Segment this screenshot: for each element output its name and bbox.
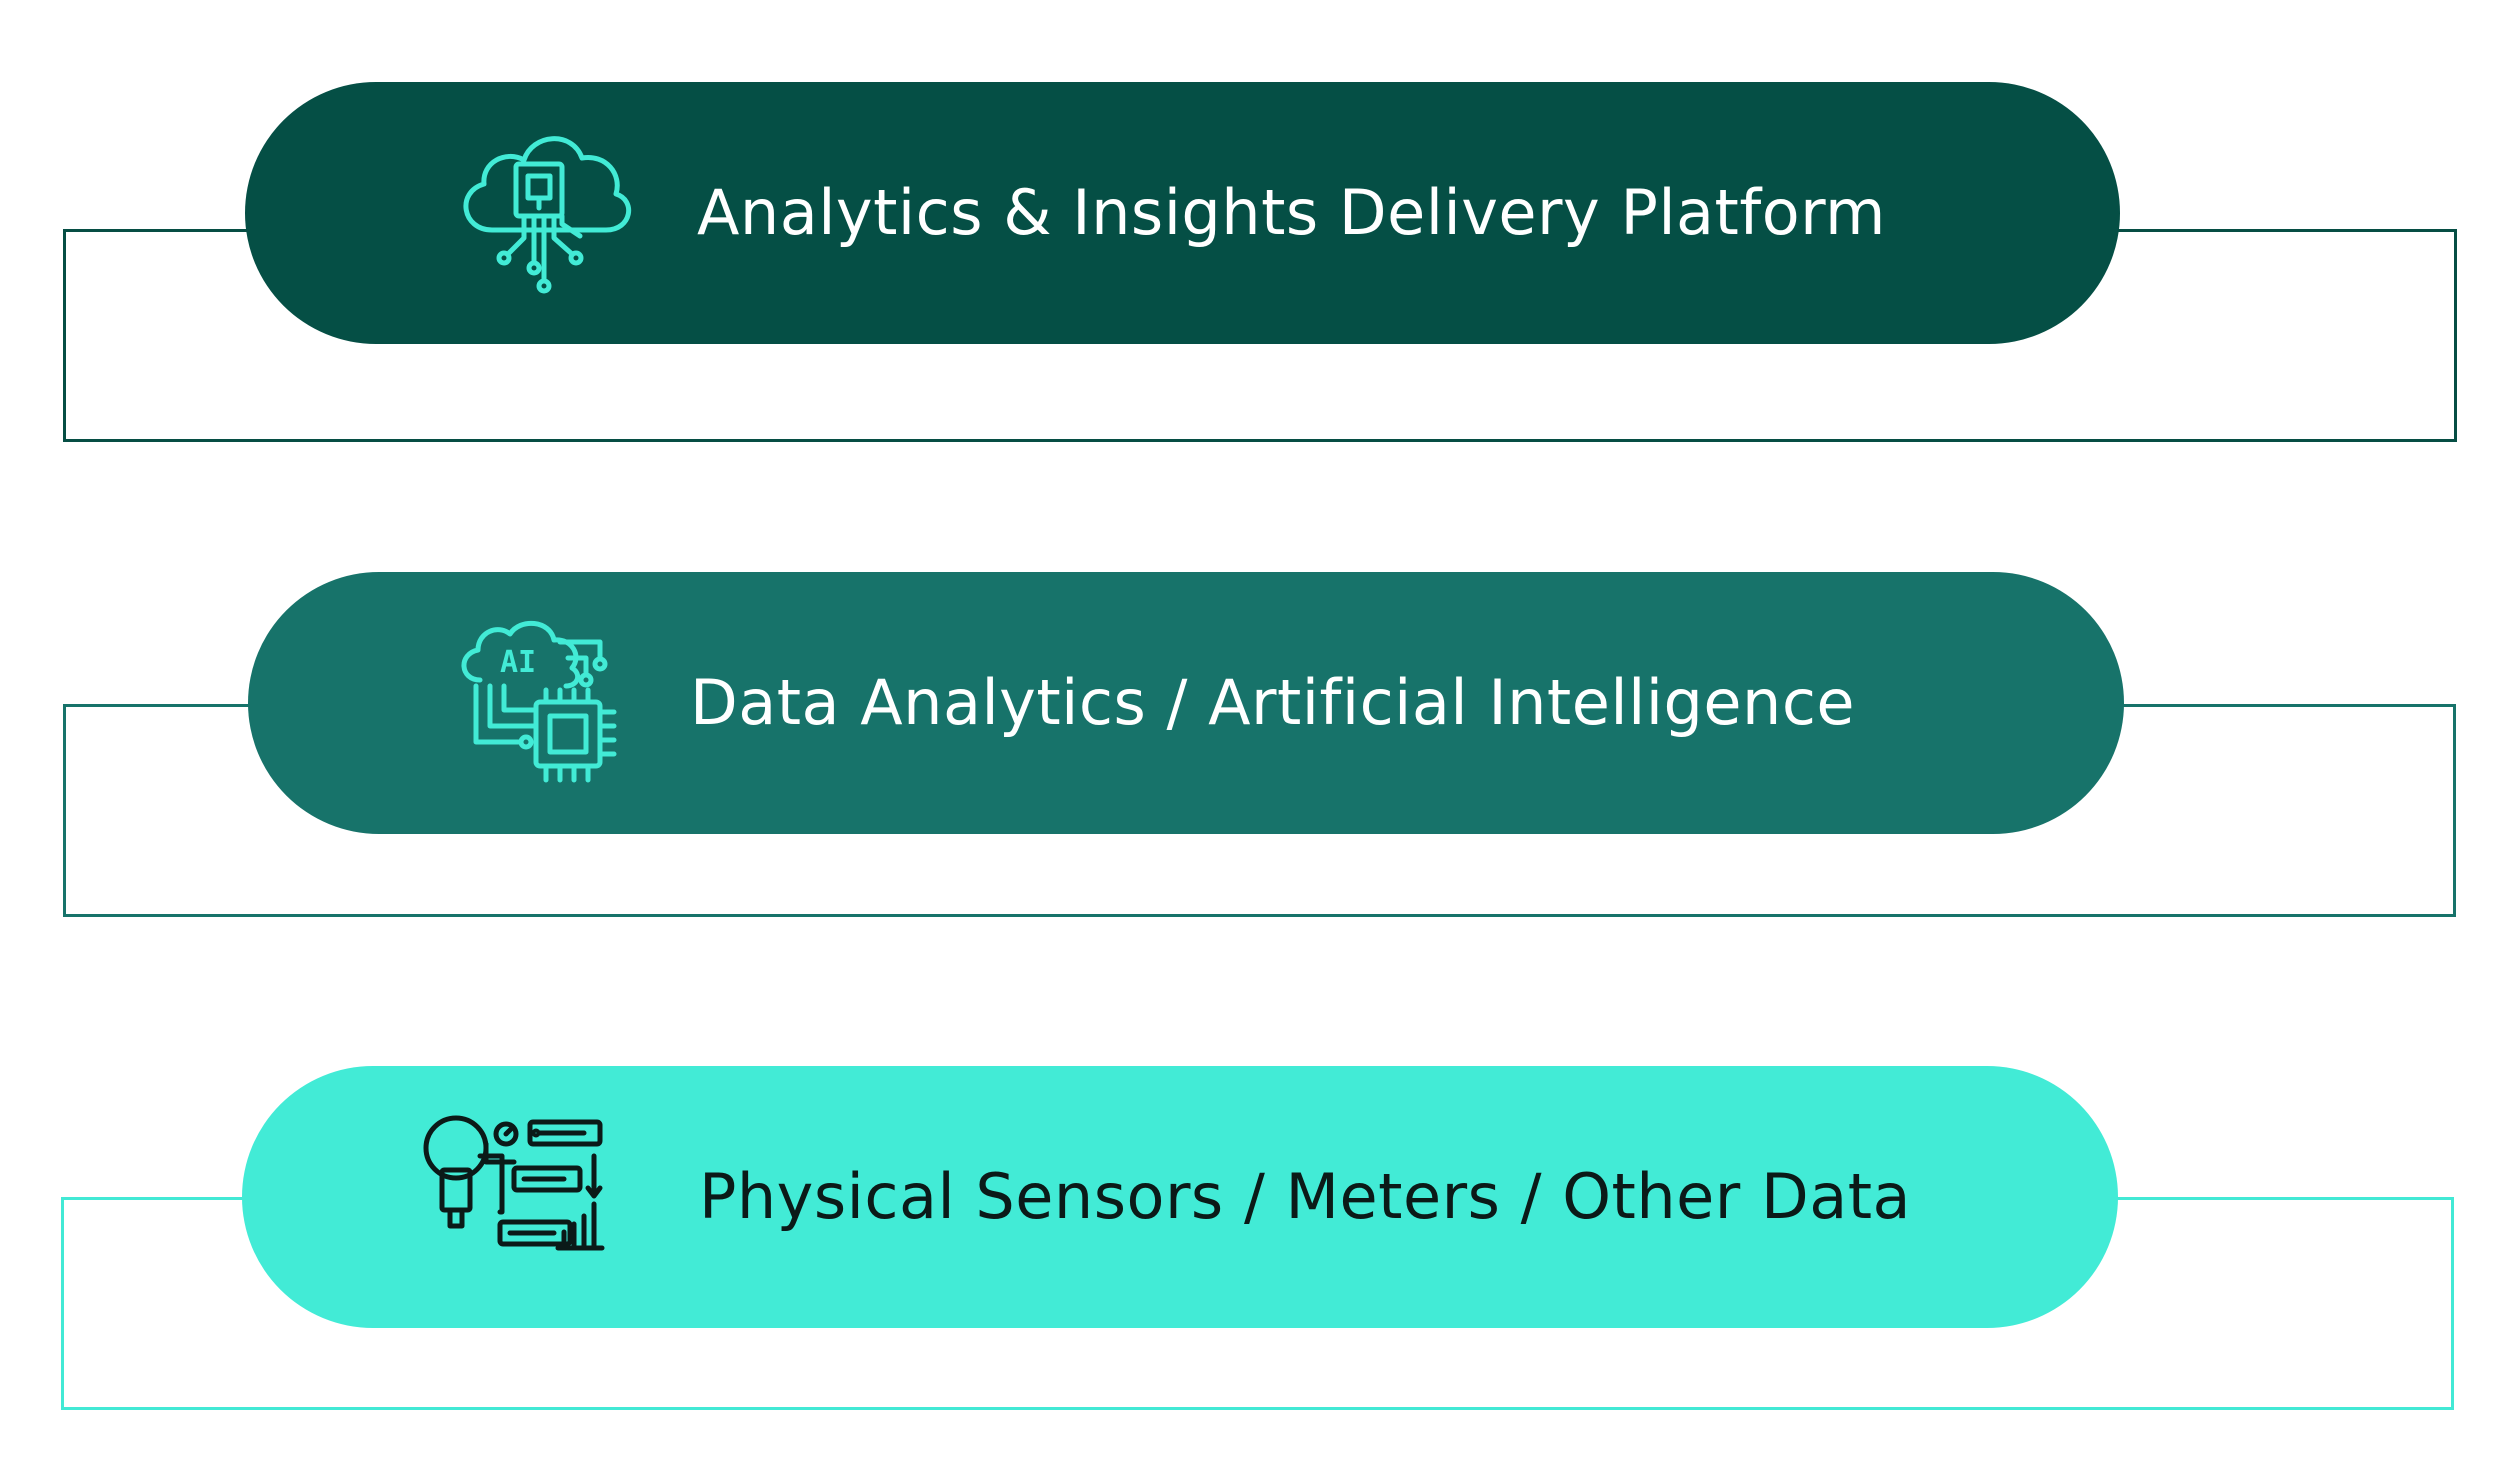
stack-layer-analytics-platform: Analytics & Insights Delivery Platform	[0, 0, 2496, 442]
cloud-chip-icon	[440, 112, 640, 312]
ai-icon-text: AI	[500, 645, 536, 680]
layer-pill: AI Data Analytics / Artificial Intellige	[248, 572, 2124, 834]
ai-cloud-processor-icon: AI	[440, 602, 640, 802]
layer-label: Data Analytics / Artificial Intelligence	[690, 666, 1856, 739]
layer-pill: Physical Sensors / Meters / Other Data	[242, 1066, 2118, 1328]
layer-pill: Analytics & Insights Delivery Platform	[245, 82, 2120, 344]
stack-layer-physical-sensors: Physical Sensors / Meters / Other Data	[0, 984, 2496, 1410]
layer-label: Analytics & Insights Delivery Platform	[697, 176, 1886, 249]
sensor-meters-icon	[414, 1096, 614, 1296]
layer-label: Physical Sensors / Meters / Other Data	[699, 1160, 1912, 1233]
stack-layer-data-analytics-ai: AI Data Analytics / Artificial Intellige	[0, 490, 2496, 917]
